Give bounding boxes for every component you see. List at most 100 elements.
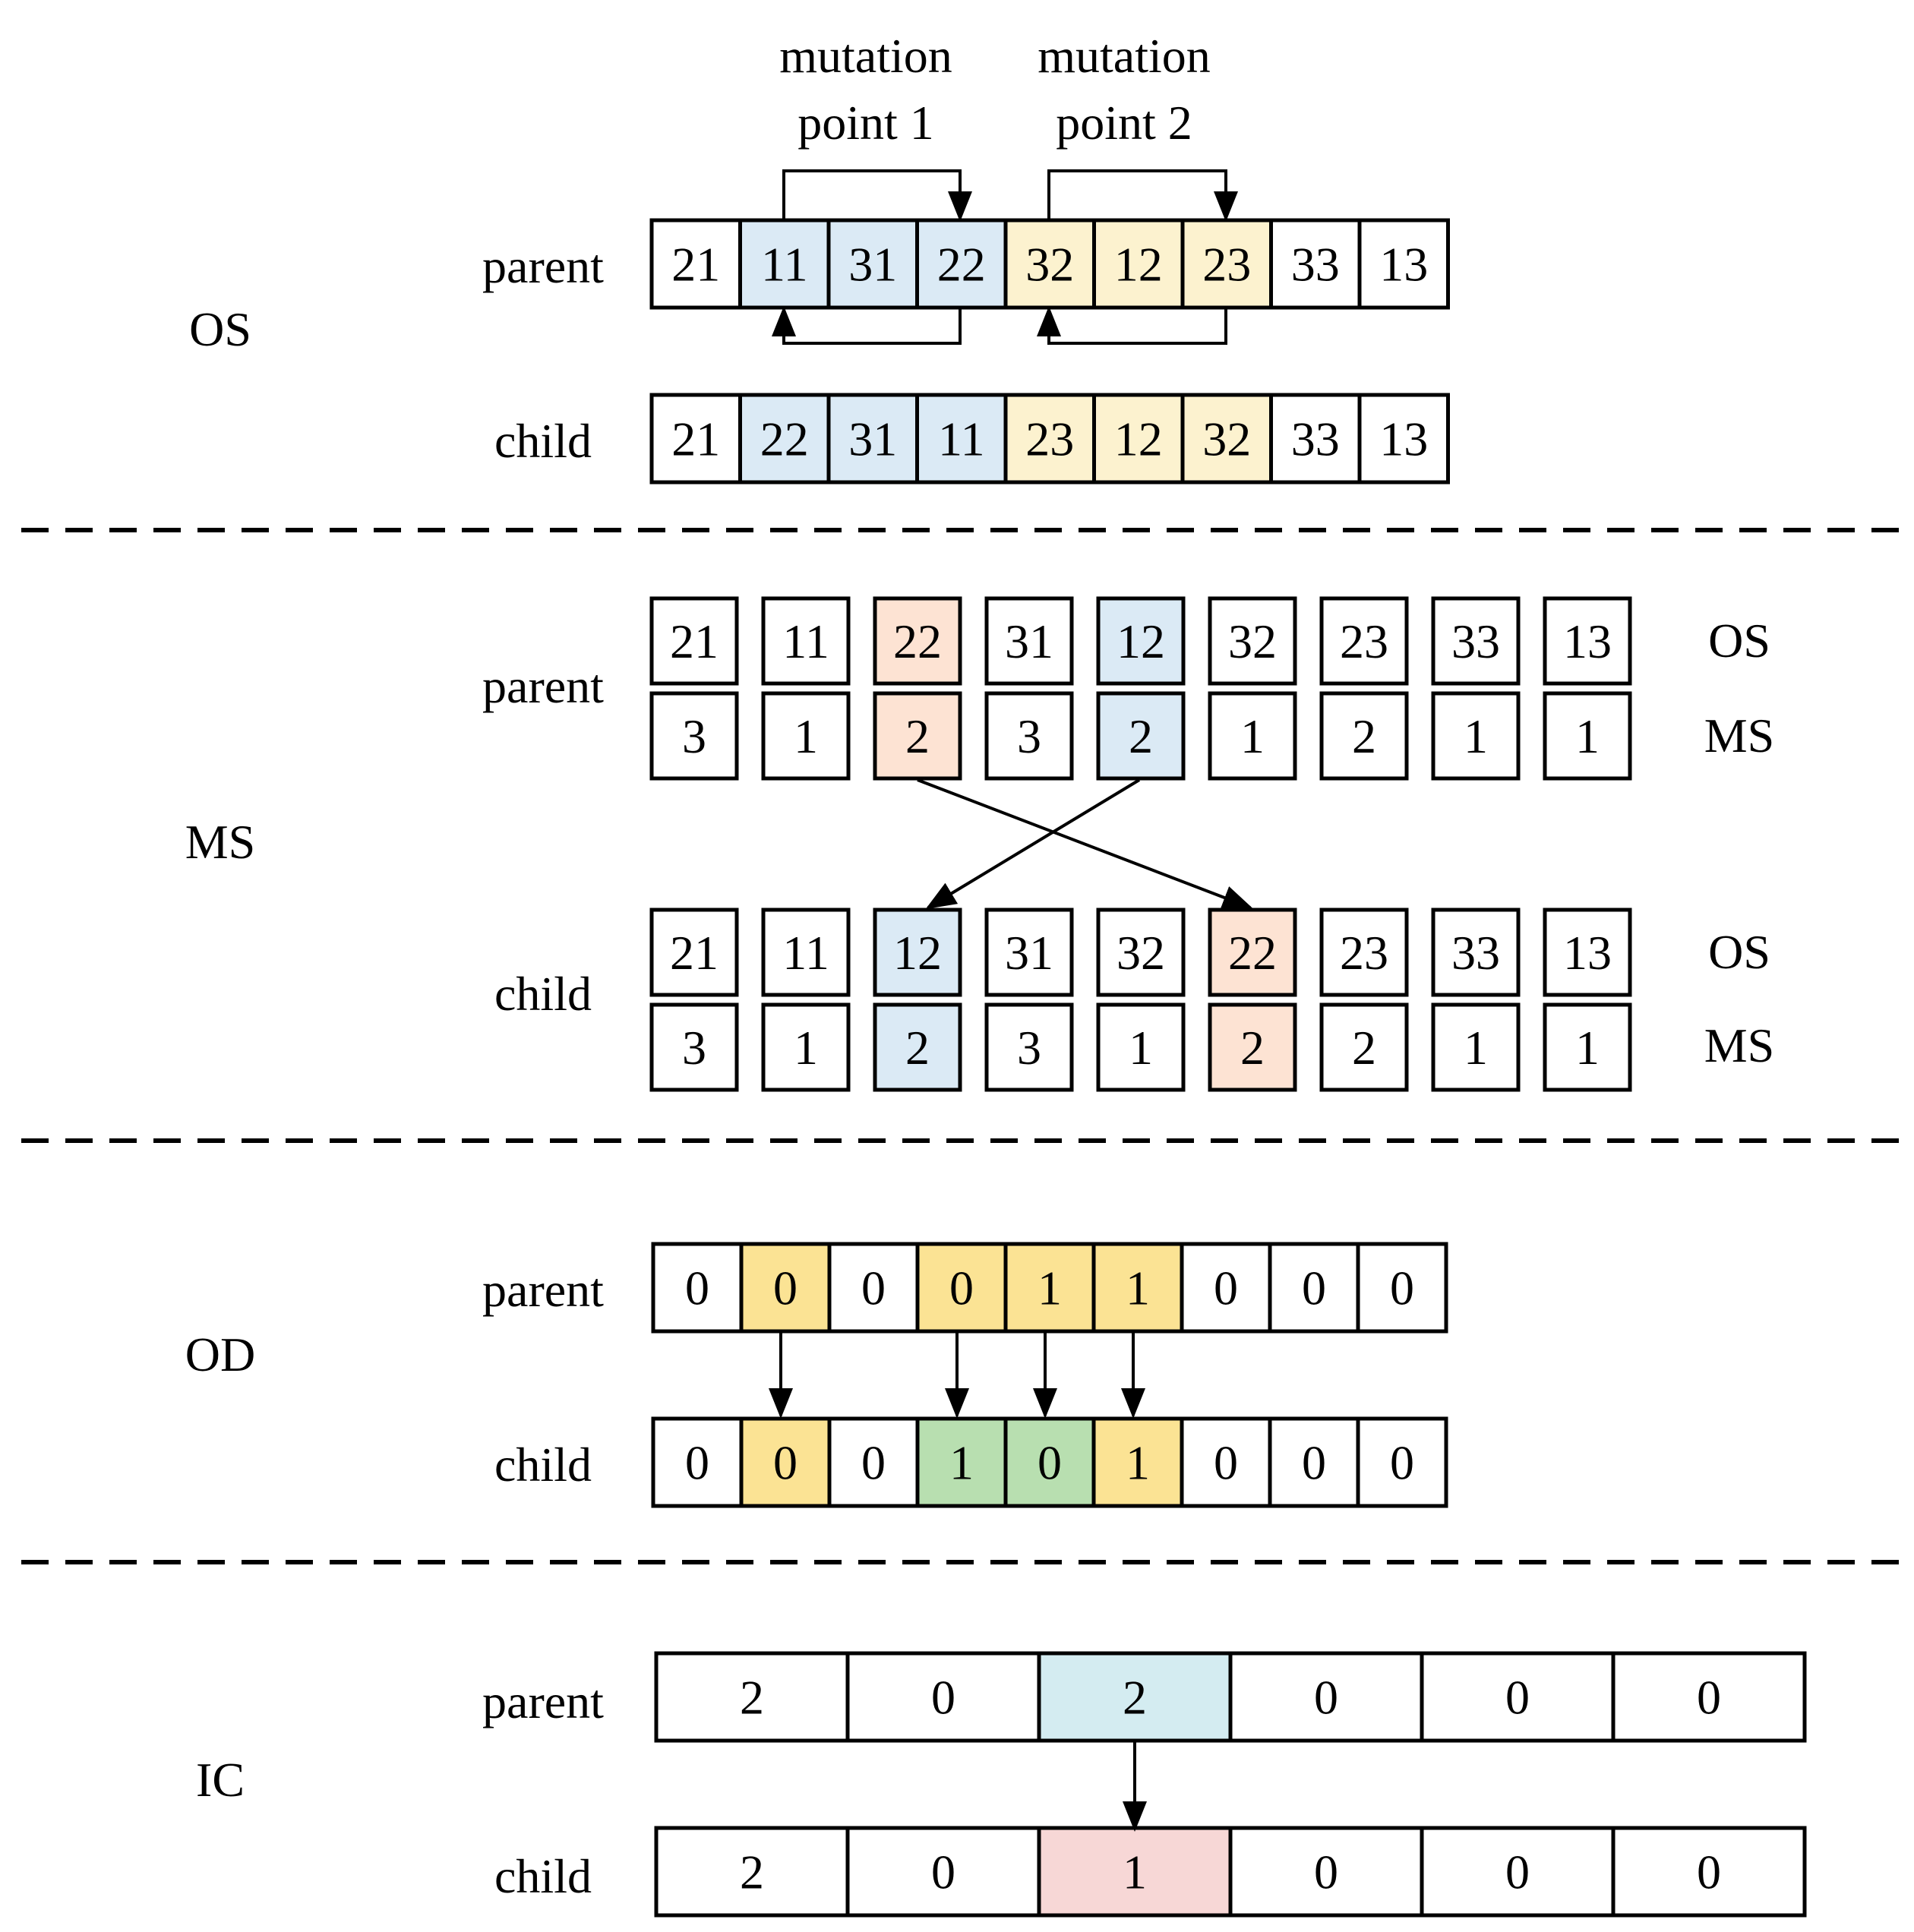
ms-child-ms-cell-8-value: 1 [1464, 1021, 1488, 1075]
ms-child-os-cell-7-box [1319, 908, 1409, 997]
os-swap-1-top-arrow [782, 169, 972, 222]
ic-child-cell-1-box [654, 1826, 850, 1918]
od-child-cell-3-box [827, 1416, 920, 1508]
ic-parent-cell-1-value: 2 [740, 1671, 764, 1725]
ms-child-ms-cell-4-value: 3 [1017, 1021, 1041, 1075]
os-child-cell-1-value: 21 [671, 412, 720, 466]
od-parent-cell-9-value: 0 [1390, 1261, 1414, 1315]
od-child-cell-1-value: 0 [685, 1436, 709, 1490]
ms-parent-os-cell-1-value: 21 [670, 614, 719, 668]
ic-child-cell-3-value: 1 [1123, 1845, 1147, 1899]
os-swap-2-top-arrow [1047, 169, 1238, 222]
ms-child-os-cell-4-value: 31 [1005, 926, 1053, 980]
os-child-cell-9-box [1357, 393, 1450, 485]
os-child-cell-4-value: 11 [938, 412, 985, 466]
od-parent-cell-8-value: 0 [1302, 1261, 1326, 1315]
os-parent-cell-9-value: 13 [1379, 238, 1428, 292]
od-child-label: child [494, 1438, 592, 1492]
ic-child-cell-2-value: 0 [931, 1845, 955, 1899]
os-swap-2-bottom-arrow [1037, 306, 1227, 345]
ms-child-os-cell-8-value: 33 [1451, 926, 1500, 980]
ic-parent-label: parent [482, 1675, 604, 1728]
od-parent-cell-9-box [1356, 1242, 1448, 1334]
ms-child-os-cell-2-value: 11 [782, 926, 829, 980]
ms-child-os-tag: OS [1708, 925, 1770, 979]
os-child-cell-3-box [826, 393, 919, 485]
od-parent-cell-7-box [1180, 1242, 1272, 1334]
os-parent-cell-5-value: 32 [1025, 238, 1074, 292]
ms-child-ms-cell-6-box [1208, 1002, 1297, 1092]
od-child-cell-4-value: 1 [949, 1436, 974, 1490]
ms-parent-ms-cell-1-value: 3 [682, 709, 706, 763]
od-child-cell-9-box [1356, 1416, 1448, 1508]
od-child-cell-6-value: 1 [1126, 1436, 1150, 1490]
section-label-od: OD [185, 1327, 255, 1381]
os-child-cell-8-box [1269, 393, 1362, 485]
od-child-cell-5-value: 0 [1038, 1436, 1062, 1490]
ms-parent-ms-tag: MS [1704, 709, 1775, 762]
os-child-cell-7-box [1180, 393, 1273, 485]
ms-child-ms-cell-7-value: 2 [1352, 1021, 1376, 1075]
od-parent-cell-3-value: 0 [861, 1261, 886, 1315]
ic-child-cell-6-box [1611, 1826, 1807, 1918]
ms-parent-ms-cell-4-value: 3 [1017, 709, 1041, 763]
ms-child-ms-cell-4-box [984, 1002, 1074, 1092]
ms-parent-ms-cell-9-box [1543, 691, 1632, 781]
od-child-cell-3-value: 0 [861, 1436, 886, 1490]
ms-parent-os-cell-6-value: 32 [1228, 614, 1277, 668]
ms-child-os-cell-8-box [1431, 908, 1521, 997]
ms-child-os-cell-6-box [1208, 908, 1297, 997]
ic-parent-cell-2-value: 0 [931, 1671, 955, 1725]
os-child-cell-9-value: 13 [1379, 412, 1428, 466]
ms-parent-os-cell-1-box [649, 596, 739, 686]
od-parent-cell-4-value: 0 [949, 1261, 974, 1315]
od-parent-cell-5-box [1003, 1242, 1096, 1334]
ms-child-ms-cell-6-value: 2 [1240, 1021, 1265, 1075]
od-parent-cell-2-box [739, 1242, 832, 1334]
od-parent-cell-6-value: 1 [1126, 1261, 1150, 1315]
od-child-cell-4-box [915, 1416, 1008, 1508]
ms-parent-os-cell-8-box [1431, 596, 1521, 686]
ic-parent-cell-6-box [1611, 1651, 1807, 1743]
os-parent-cell-1-value: 21 [671, 238, 720, 292]
od-parent-cell-1-value: 0 [685, 1261, 709, 1315]
ms-child-os-cell-3-value: 12 [893, 926, 942, 980]
ms-parent-os-cell-9-box [1543, 596, 1632, 686]
ms-parent-ms-cell-9-value: 1 [1575, 709, 1600, 763]
ms-parent-label: parent [482, 659, 604, 713]
ic-child-cell-1-value: 2 [740, 1845, 764, 1899]
ms-child-os-cell-9-box [1543, 908, 1632, 997]
os-swap-1-bottom-arrow [772, 306, 962, 345]
ms-parent-os-cell-2-box [761, 596, 851, 686]
ms-child-os-cell-3-box [873, 908, 962, 997]
ms-child-ms-cell-9-value: 1 [1575, 1021, 1600, 1075]
ms-parent-ms-cell-7-box [1319, 691, 1409, 781]
od-parent-cell-5-value: 1 [1038, 1261, 1062, 1315]
os-parent-label: parent [482, 239, 604, 293]
ms-parent-ms-cell-8-box [1431, 691, 1521, 781]
mutation-point-1-label-line1: mutation [779, 29, 952, 83]
os-parent-cell-6-box [1092, 218, 1185, 310]
ms-child-ms-cell-2-box [761, 1002, 851, 1092]
os-child-cell-1-box [649, 393, 742, 485]
os-child-cell-4-box [915, 393, 1008, 485]
od-child-cell-2-value: 0 [773, 1436, 798, 1490]
ic-parent-cell-4-box [1228, 1651, 1424, 1743]
ms-child-os-cell-4-box [984, 908, 1074, 997]
od-child-cell-2-box [739, 1416, 832, 1508]
ms-parent-ms-cell-7-value: 2 [1352, 709, 1376, 763]
os-child-cell-6-box [1092, 393, 1185, 485]
od-child-cell-5-box [1003, 1416, 1096, 1508]
ms-child-os-cell-5-box [1096, 908, 1186, 997]
ms-child-ms-cell-5-value: 1 [1129, 1021, 1153, 1075]
ms-parent-os-cell-2-value: 11 [782, 614, 829, 668]
ms-child-ms-cell-9-box [1543, 1002, 1632, 1092]
os-swap-connectors [772, 169, 1238, 345]
ms-parent-os-tag: OS [1708, 614, 1770, 668]
